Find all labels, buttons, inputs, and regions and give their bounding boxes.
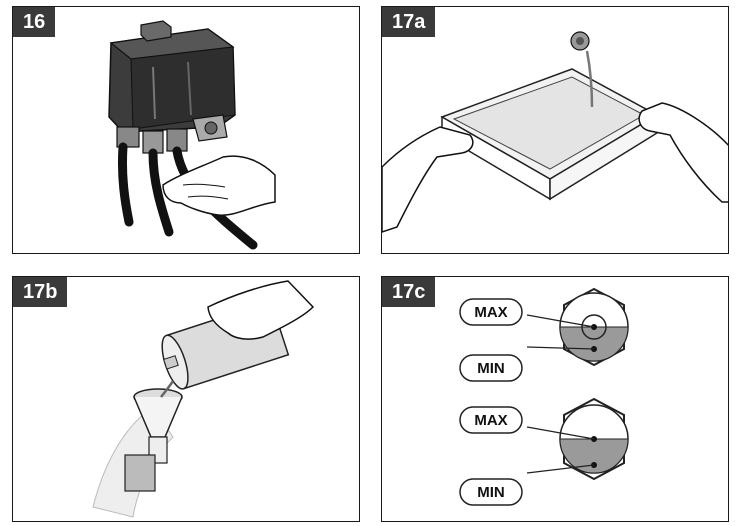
lower-min-callout: MIN bbox=[459, 478, 523, 506]
upper-max-label: MAX bbox=[474, 304, 507, 321]
upper-sight-glass bbox=[526, 287, 629, 367]
panel-label: 16 bbox=[13, 7, 56, 37]
lower-max-callout: MAX bbox=[459, 406, 523, 434]
upper-max-callout: MAX bbox=[459, 298, 523, 326]
panel-16: 16 bbox=[12, 6, 360, 254]
panel-17c: MAX MIN MAX MIN 17c bbox=[381, 276, 729, 522]
oil-level-gauge-diagram: MAX MIN MAX MIN bbox=[459, 287, 629, 506]
lower-sight-glass bbox=[526, 397, 629, 481]
panel-label: 17a bbox=[382, 7, 436, 37]
panel-label: 17c bbox=[382, 277, 436, 307]
pouring-oil-illustration bbox=[92, 280, 315, 518]
lower-max-label: MAX bbox=[474, 412, 507, 429]
lower-min-label: MIN bbox=[477, 484, 505, 501]
panel-17b: 17b bbox=[12, 276, 360, 522]
upper-min-callout: MIN bbox=[459, 354, 523, 382]
panel-label: 17b bbox=[13, 277, 68, 307]
pressure-switch-illustration bbox=[108, 20, 276, 250]
upper-min-label: MIN bbox=[477, 360, 505, 377]
oil-tray-illustration bbox=[382, 31, 728, 233]
panel-17a: 17a bbox=[381, 6, 729, 254]
